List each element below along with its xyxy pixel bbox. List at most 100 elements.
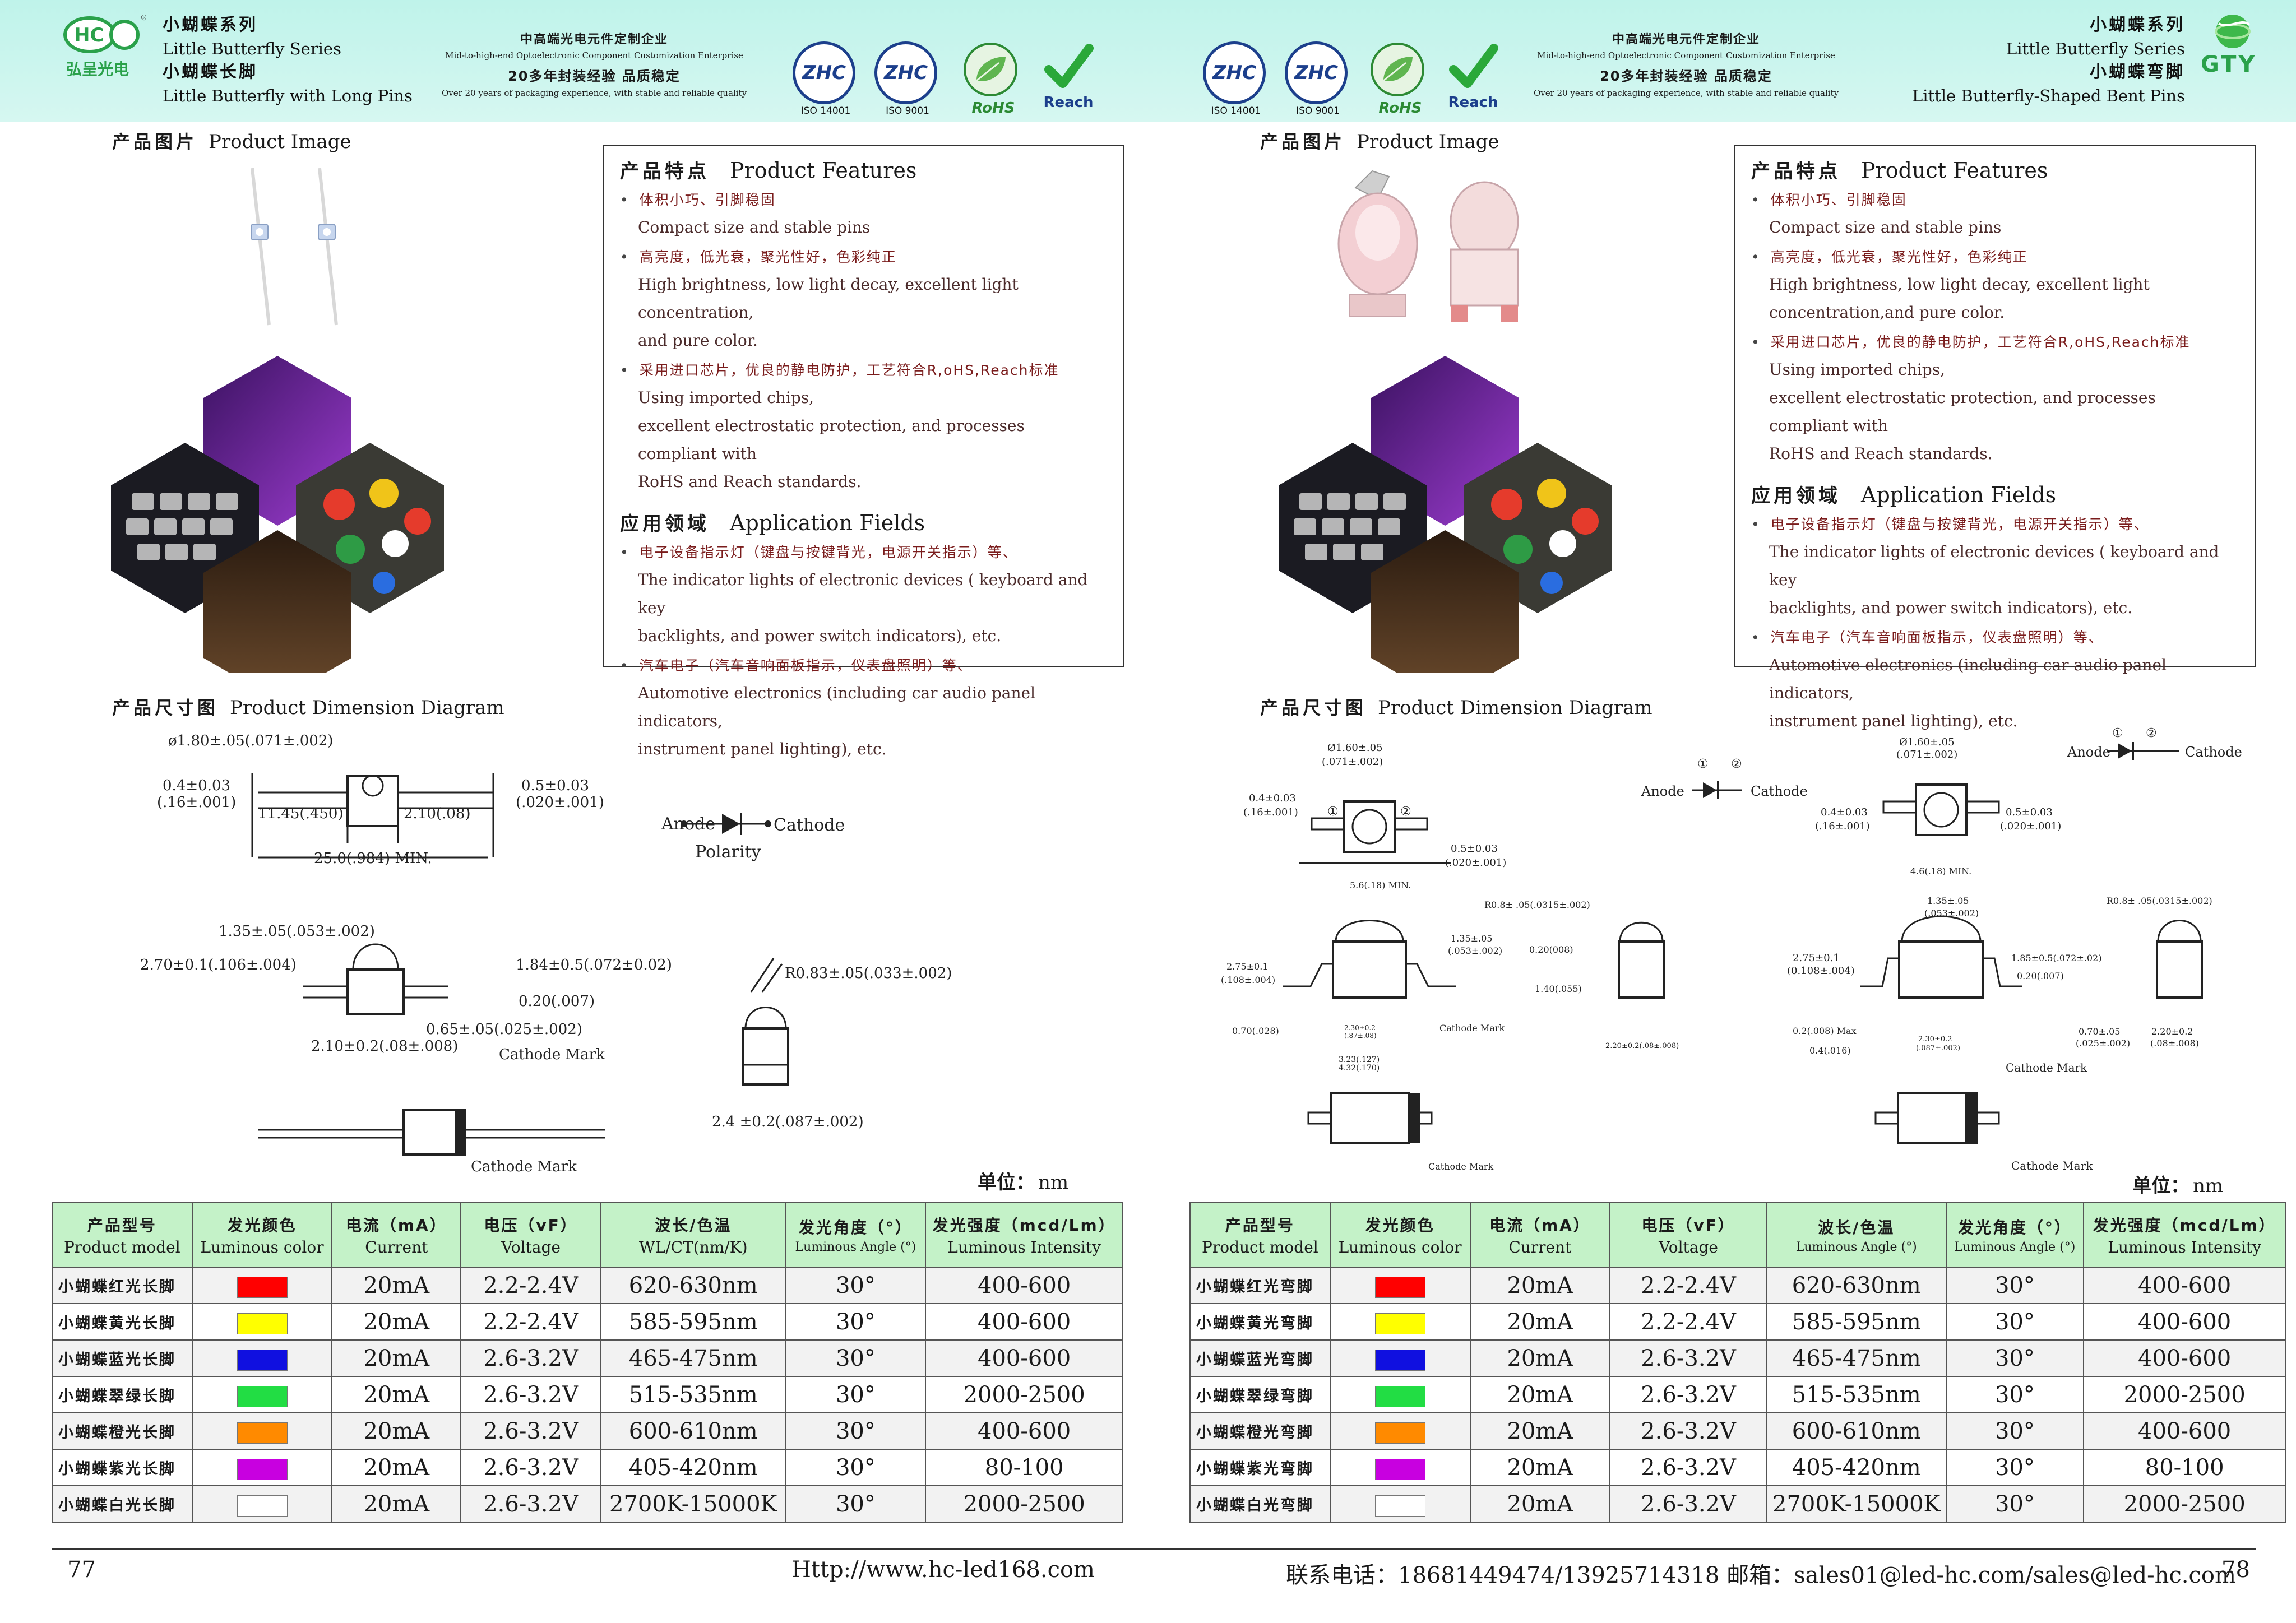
wavelength-cell: 405-420nm	[1766, 1449, 1947, 1486]
intensity-cell: 2000-2500	[2083, 1376, 2286, 1413]
color-cell	[1329, 1376, 1471, 1413]
current-cell: 20mA	[1469, 1339, 1611, 1377]
dim-text: 0.5±0.03	[521, 777, 589, 794]
color-swatch	[1374, 1422, 1425, 1444]
diode-anode-icon	[722, 814, 740, 834]
wavelength-cell: 585-595nm	[1766, 1303, 1947, 1341]
enterprise-line4: Over 20 years of packaging experience, w…	[442, 88, 747, 98]
color-swatch	[1374, 1313, 1425, 1334]
rohs-label: RoHS	[1378, 100, 1422, 117]
current-cell: 20mA	[1469, 1485, 1611, 1523]
model-cell: 小蝴蝶橙光长脚	[52, 1412, 193, 1450]
wavelength-cell: 515-535nm	[600, 1376, 786, 1413]
feature-item: 采用进口芯片，优良的静电防护，工艺符合R,oHS,Reach标准 Using i…	[1751, 329, 2239, 468]
dim-text: 0.20(008)	[1529, 944, 1573, 955]
dim-text: 3.23(.127)	[1339, 1055, 1380, 1064]
voltage-cell: 2.2-2.4V	[1609, 1267, 1767, 1304]
iso9001-label: ISO 9001	[886, 105, 929, 117]
angle-cell: 30°	[785, 1339, 927, 1377]
current-cell: 20mA	[1469, 1449, 1611, 1486]
intensity-cell: 400-600	[925, 1303, 1123, 1341]
cathode-band	[455, 1110, 465, 1154]
right-unit-label: 单位：nm	[2132, 1175, 2224, 1197]
pin-number: ②	[1400, 805, 1411, 819]
iso14001-badge: ZHC ISO 14001	[1203, 41, 1269, 117]
gty-logo-text: GTY	[2201, 52, 2257, 77]
header-voltage: 电压（vF）Voltage	[460, 1202, 601, 1268]
contact-info: 联系电话：18681449474/13925714318 邮箱：sales01@…	[1286, 1562, 2236, 1588]
cathode-mark-label: Cathode Mark	[2011, 1159, 2093, 1172]
svg-text:HC: HC	[74, 24, 104, 47]
cathode-label: Cathode	[774, 815, 845, 835]
zhc-seal-icon: ZHC	[793, 41, 855, 104]
dim-text: (.16±.001)	[1815, 820, 1870, 832]
color-cell	[191, 1485, 333, 1523]
current-cell: 20mA	[331, 1376, 462, 1413]
hc-logo-icon: HC ®	[63, 13, 148, 53]
bent-pin-led-photo	[1337, 170, 1519, 322]
intensity-cell: 400-600	[2083, 1267, 2286, 1304]
cathode-mark-label: Cathode Mark	[1439, 1023, 1505, 1033]
dim-text: 0.20(.007)	[2017, 971, 2064, 981]
dim-text: 2.75±0.1	[1793, 952, 1840, 964]
enterprise-line1: 中高端光电元件定制企业	[520, 33, 668, 47]
dim-text: (.053±.002)	[1924, 908, 1979, 919]
voltage-cell: 2.6-3.2V	[1609, 1412, 1767, 1450]
dim-text: 1.35±.05	[1927, 896, 1969, 906]
feature-item: 高亮度，低光衰，聚光性好，色彩纯正 High brightness, low l…	[620, 244, 1108, 355]
header-angle: 发光角度（°）Luminous Angle (°)	[785, 1202, 927, 1268]
color-swatch	[1374, 1458, 1425, 1480]
car-dashboard-hex	[203, 530, 351, 673]
intensity-cell: 400-600	[925, 1412, 1123, 1450]
wavelength-cell: 620-630nm	[600, 1267, 786, 1304]
dim-text: R0.8± .05(.0315±.002)	[2107, 896, 2212, 906]
reach-badge: Reach	[1445, 41, 1501, 115]
current-cell: 20mA	[331, 1485, 462, 1523]
dim-text: 4.32(.170)	[1339, 1064, 1380, 1073]
angle-cell: 30°	[1945, 1267, 2085, 1304]
wavelength-cell: 600-610nm	[600, 1412, 786, 1450]
left-product-cn: 小蝴蝶长脚	[163, 62, 258, 82]
dim-text: 4.6(.18) MIN.	[1910, 866, 1971, 877]
dim-text: (.16±.001)	[157, 794, 236, 811]
wavelength-cell: 515-535nm	[1766, 1376, 1947, 1413]
angle-cell: 30°	[1945, 1412, 2085, 1450]
application-item: 电子设备指示灯（键盘与按键背光，电源开关指示）等、 The indicator …	[620, 539, 1108, 650]
dim-text: 11.45(.450)	[258, 805, 344, 822]
color-cell	[1329, 1485, 1471, 1523]
voltage-cell: 2.6-3.2V	[1609, 1376, 1767, 1413]
angle-cell: 30°	[1945, 1449, 2085, 1486]
left-product-en: Little Butterfly with Long Pins	[163, 86, 413, 105]
dim-text: (.87±.08)	[1344, 1032, 1377, 1040]
model-cell: 小蝴蝶白光弯脚	[1189, 1485, 1331, 1523]
header-intensity: 发光强度（mcd/Lm）Luminous Intensity	[925, 1202, 1123, 1268]
current-cell: 20mA	[331, 1339, 462, 1377]
current-cell: 20mA	[1469, 1303, 1611, 1341]
rohs-leaf-icon	[1371, 43, 1424, 96]
website-link[interactable]: Http://www.hc-led168.com	[791, 1557, 1095, 1583]
current-cell: 20mA	[331, 1449, 462, 1486]
color-cell	[191, 1303, 333, 1341]
color-swatch	[237, 1349, 288, 1371]
color-cell	[191, 1449, 333, 1486]
wavelength-cell: 585-595nm	[600, 1303, 786, 1341]
angle-cell: 30°	[785, 1376, 927, 1413]
model-cell: 小蝴蝶紫光长脚	[52, 1449, 193, 1486]
enterprise-line2: Mid-to-high-end Optoelectronic Component…	[1537, 50, 1835, 61]
voltage-cell: 2.2-2.4V	[460, 1303, 601, 1341]
rohs-badge: RoHS	[960, 41, 1027, 117]
